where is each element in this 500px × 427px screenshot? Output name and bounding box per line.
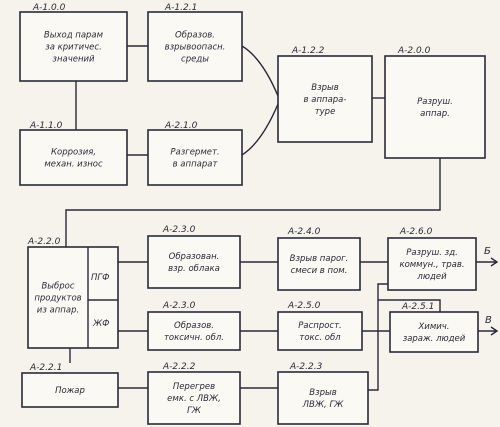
node-label-line: коммун., трав. xyxy=(399,260,464,270)
node-label-line: людей xyxy=(416,272,447,282)
node-box xyxy=(387,237,477,291)
node-label-line: Образован. xyxy=(169,252,220,262)
node-label-line: Распрост. xyxy=(298,321,342,331)
node-label-line: ГЖ xyxy=(187,406,202,416)
node-label-line: токсичн. обл. xyxy=(164,333,224,343)
node-code: A-2.5.0 xyxy=(287,301,321,311)
node-label-line: зараж. людей xyxy=(403,334,466,344)
node-label-line: емк. с ЛВЖ, xyxy=(167,394,221,404)
node-box xyxy=(147,129,243,186)
node-label-line: Взрыв парог. xyxy=(290,254,349,264)
node-box xyxy=(277,311,363,351)
node-label-line: из аппар. xyxy=(37,306,79,316)
node-label-line: Разруш. зд. xyxy=(406,248,458,258)
node-label-line: Образов. xyxy=(175,31,215,41)
node-label-line: за критичес. xyxy=(45,43,102,53)
node-code: A-2.0.0 xyxy=(397,46,431,56)
node-code: A-2.6.0 xyxy=(399,227,433,237)
node-box xyxy=(19,11,128,82)
node-label-line: Разруш. xyxy=(417,97,453,107)
node-label-line: Пожар xyxy=(55,386,85,396)
node-label-line: туре xyxy=(315,107,336,117)
node-label-line: Образов. xyxy=(174,321,214,331)
node-label-line: в аппара- xyxy=(304,95,347,105)
node-code: A-2.3.0 xyxy=(162,225,196,235)
node-label-line: Взрыв xyxy=(311,83,338,93)
node-code: A-2.2.1 xyxy=(29,363,62,373)
output-label-b: Б xyxy=(484,246,491,257)
node-code: A-1.2.2 xyxy=(291,46,325,56)
node-box xyxy=(277,371,369,425)
node-box xyxy=(21,372,119,408)
node-code: A-2.3.0 xyxy=(162,301,196,311)
node-label-line: в аппарат xyxy=(173,160,219,170)
node-code: A-2.1.0 xyxy=(164,121,198,131)
node-label-line: ЛВЖ, ГЖ xyxy=(302,400,345,410)
node-label-line: Взрыв xyxy=(309,388,336,398)
connector xyxy=(368,283,388,391)
node-box xyxy=(384,55,486,159)
output-arrow-b-head xyxy=(490,257,499,267)
node-code: A-2.5.1 xyxy=(401,302,434,312)
node-label-line: Химич. xyxy=(417,322,449,332)
node-label-line: смеси в пом. xyxy=(291,266,348,276)
node-label-line: значений xyxy=(52,55,95,65)
split-labels: ПГФ ЖФ xyxy=(87,247,118,348)
node-code: A-2.2.2 xyxy=(162,362,196,372)
node-box xyxy=(19,129,128,186)
connector xyxy=(378,299,441,312)
node-label-line: продуктов xyxy=(34,294,81,304)
output-arrow-v-head xyxy=(490,326,499,336)
node-label-line: Коррозия, xyxy=(51,148,96,158)
node-label-line: Выход парам xyxy=(44,31,104,41)
node-label-line: взр. облака xyxy=(168,264,220,274)
node-label-line: механ. износ xyxy=(44,160,103,170)
node-label-line: аппар. xyxy=(420,109,450,119)
node-label-line: Выброс xyxy=(41,282,74,292)
node-label-line: токс. обл xyxy=(299,333,341,343)
node-code: A-1.0.0 xyxy=(32,3,66,13)
node-box xyxy=(147,11,243,82)
node-label-line: Перегрев xyxy=(173,382,215,392)
node-label-line: взрывоопасн. xyxy=(165,43,226,53)
node-label-line: среды xyxy=(181,55,209,65)
node-box xyxy=(277,55,373,143)
node-code: A-2.4.0 xyxy=(287,227,321,237)
connector xyxy=(241,103,279,156)
split-label-bottom: ЖФ xyxy=(92,319,109,329)
node-code: A-2.2.0 xyxy=(27,237,61,247)
split-label-top: ПГФ xyxy=(91,273,109,283)
node-box xyxy=(389,311,479,353)
node-box xyxy=(147,235,241,289)
connector xyxy=(65,158,441,247)
node-box xyxy=(147,311,241,351)
node-label-line: Разгермет. xyxy=(170,148,219,158)
node-box xyxy=(147,371,241,425)
node-code: A-1.2.1 xyxy=(164,3,197,13)
node-code: A-2.2.3 xyxy=(289,362,323,372)
connector xyxy=(241,45,279,97)
node-box xyxy=(27,246,119,349)
output-label-v: В xyxy=(485,315,492,326)
node-code: A-1.1.0 xyxy=(29,121,63,131)
node-box xyxy=(277,237,361,291)
